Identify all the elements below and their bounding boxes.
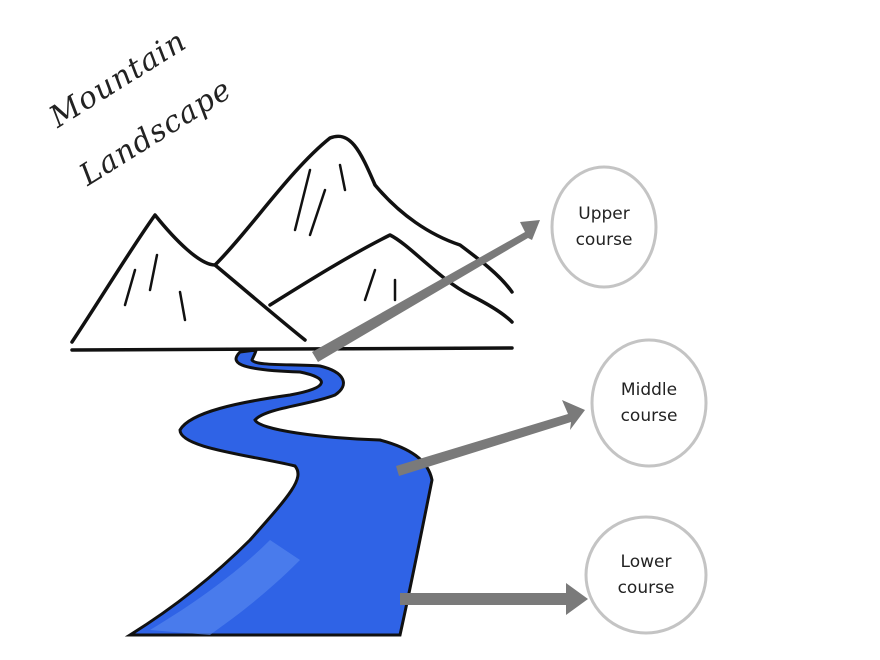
stage-label-line: Middle [620,380,678,400]
river [124,348,434,637]
stage-circle-upper [550,165,658,289]
stage-label-middle: Middle course [594,377,704,429]
mountain-middle [213,134,514,294]
mountain-right [268,233,514,324]
stage-circle-lower [584,515,708,635]
mountain-left [70,213,307,344]
horizon-line [70,346,514,352]
stage-label-upper: Upper course [549,201,659,253]
mountain-shading [123,163,397,322]
arrow-lower [400,583,588,615]
arrows [312,220,588,615]
stage-label-line: course [575,230,633,250]
stage-label-line: Lower [620,552,672,572]
stage-circle-middle [590,338,708,468]
stage-label-line: Upper [578,204,630,224]
river-highlight [150,540,300,635]
stage-label-line: course [617,578,675,598]
stage-label-line: course [620,406,678,426]
arrow-upper [312,220,540,362]
arrow-middle [396,400,585,476]
stage-label-lower: Lower course [591,549,701,601]
